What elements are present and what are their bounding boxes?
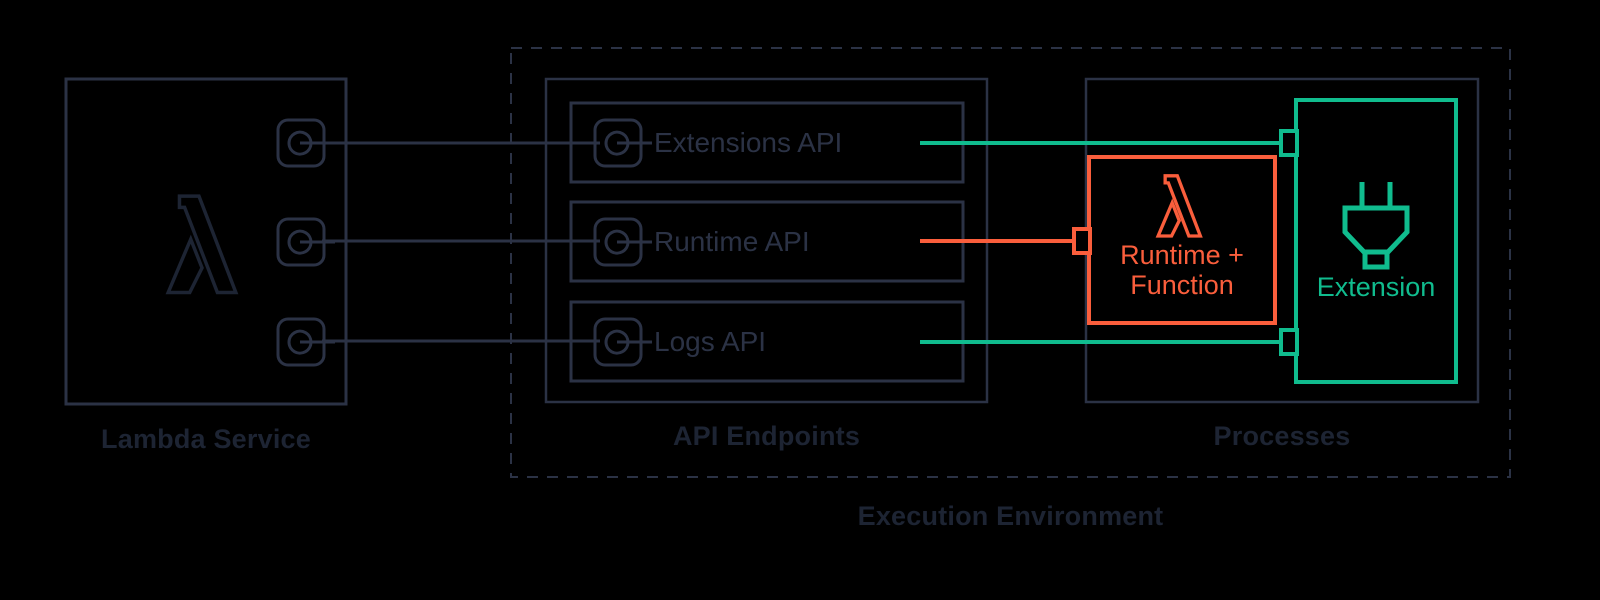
api-row-label-extensions: Extensions API <box>654 127 843 158</box>
connector-icon-runtime-api-left <box>593 217 652 267</box>
plug-icon <box>1342 182 1410 270</box>
connector-icon-extensions-api-left <box>593 118 652 168</box>
connector-icon-lambda-port-extensions <box>276 118 335 168</box>
extension-label-line1: Extension <box>1316 272 1436 302</box>
runtime-function-inlet-notch <box>1072 227 1092 255</box>
execution-environment-boundary <box>510 47 1511 478</box>
api-row-label-logs: Logs API <box>654 326 767 357</box>
runtime-function-label-line1: Runtime + <box>1120 240 1244 270</box>
processes-label: Processes <box>1213 421 1351 451</box>
extension-inlet-notch-bottom <box>1279 328 1299 356</box>
aws-lambda-logo-icon-runtime <box>1155 174 1203 238</box>
aws-lambda-logo-icon <box>165 194 239 295</box>
lambda-service-label: Lambda Service <box>101 424 311 454</box>
execution-environment-label: Execution Environment <box>857 501 1164 531</box>
extension-process-label: Extension <box>1296 272 1456 302</box>
runtime-function-process-label: Runtime + Function <box>1089 240 1275 300</box>
connector-icon-lambda-port-logs <box>276 317 335 367</box>
api-row-label-runtime: Runtime API <box>654 226 810 257</box>
api-endpoints-label: API Endpoints <box>672 421 861 451</box>
connector-icon-logs-api-left <box>593 317 652 367</box>
extension-inlet-notch-top <box>1279 129 1299 157</box>
runtime-function-label-line2: Function <box>1130 270 1234 301</box>
extension-process-box <box>1294 98 1458 384</box>
connector-icon-lambda-port-runtime <box>276 217 335 267</box>
